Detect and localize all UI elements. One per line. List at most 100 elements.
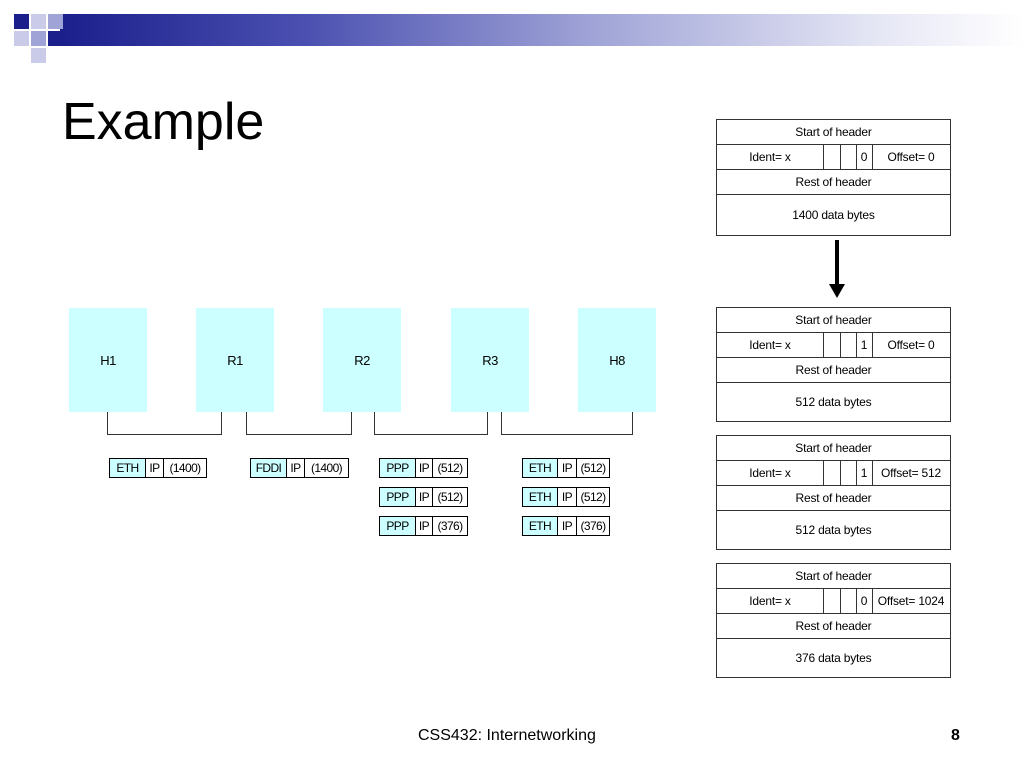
offset-field: Offset= 0 — [887, 150, 935, 164]
node-h8: H8 — [578, 308, 656, 412]
field-divider — [856, 145, 857, 169]
packet-size: (1400) — [169, 461, 201, 475]
packet: PPP IP (376) — [379, 516, 468, 536]
field-divider — [840, 461, 841, 485]
node-r2: R2 — [323, 308, 401, 412]
field-divider — [856, 333, 857, 357]
field-divider — [856, 461, 857, 485]
header-start-row: Start of header — [717, 564, 950, 589]
offset-field: Offset= 512 — [881, 466, 941, 480]
packet-l2: ETH — [110, 459, 146, 477]
node-r3: R3 — [451, 308, 529, 412]
packet: FDDI IP (1400) — [250, 458, 349, 478]
header-start-row: Start of header — [717, 436, 950, 461]
ident-field: Ident= x — [749, 338, 791, 352]
link-fddi — [246, 412, 352, 435]
arrow-head-icon — [829, 284, 845, 298]
field-divider — [823, 333, 824, 357]
banner-square — [14, 14, 29, 29]
field-divider — [872, 589, 873, 613]
header-ident-row: Ident= x 1 Offset= 0 — [717, 333, 950, 358]
packet-l2: PPP — [380, 517, 416, 535]
packet-l2: FDDI — [251, 459, 287, 477]
banner-square — [14, 31, 29, 46]
banner-square — [31, 31, 46, 46]
header-ident-row: Ident= x 0 Offset= 0 — [717, 145, 950, 170]
field-divider — [872, 461, 873, 485]
mf-flag: 0 — [860, 594, 868, 608]
ident-field: Ident= x — [749, 466, 791, 480]
ip-header-box: Start of header Ident= x 0 Offset= 0 Res… — [716, 119, 951, 236]
field-divider — [823, 145, 824, 169]
mf-flag: 0 — [860, 150, 868, 164]
packet-ip: IP — [558, 459, 577, 477]
header-ident-row: Ident= x 0 Offset= 1024 — [717, 589, 950, 614]
packet-size: (512) — [580, 490, 606, 504]
offset-field: Offset= 0 — [887, 338, 935, 352]
offset-field: Offset= 1024 — [877, 594, 945, 608]
header-rest-row: Rest of header — [717, 614, 950, 639]
packet-ip: IP — [416, 459, 433, 477]
header-rest-row: Rest of header — [717, 486, 950, 511]
packet-size: (376) — [437, 519, 463, 533]
node-r1: R1 — [196, 308, 274, 412]
mf-flag: 1 — [860, 338, 868, 352]
field-divider — [840, 333, 841, 357]
packet-l2: PPP — [380, 459, 416, 477]
field-divider — [872, 333, 873, 357]
banner-square — [31, 14, 46, 29]
slide-title: Example — [62, 93, 265, 151]
banner-square — [48, 31, 63, 46]
node-h1: H1 — [69, 308, 147, 412]
header-rest-row: Rest of header — [717, 358, 950, 383]
field-divider — [840, 145, 841, 169]
packet-size: (512) — [437, 461, 463, 475]
ip-header-box: Start of header Ident= x 1 Offset= 512 R… — [716, 435, 951, 550]
packet: ETH IP (512) — [522, 458, 610, 478]
packet-l2: ETH — [523, 488, 558, 506]
link-eth — [107, 412, 222, 435]
packet-size: (512) — [437, 490, 463, 504]
link-ppp — [374, 412, 488, 435]
field-divider — [856, 589, 857, 613]
banner-square — [48, 14, 63, 29]
header-ident-row: Ident= x 1 Offset= 512 — [717, 461, 950, 486]
title-banner — [60, 14, 1024, 46]
header-data-row: 512 data bytes — [795, 395, 872, 409]
packet-ip: IP — [558, 517, 577, 535]
ip-header-box: Start of header Ident= x 1 Offset= 0 Res… — [716, 307, 951, 422]
packet-ip: IP — [287, 459, 305, 477]
link-eth-2 — [501, 412, 633, 435]
packet-l2: ETH — [523, 459, 558, 477]
header-start-row: Start of header — [717, 120, 950, 145]
ident-field: Ident= x — [749, 594, 791, 608]
packet-size: (1400) — [310, 461, 343, 475]
header-start-row: Start of header — [717, 308, 950, 333]
banner-square — [31, 48, 46, 63]
field-divider — [872, 145, 873, 169]
header-data-row: 376 data bytes — [795, 651, 872, 665]
ident-field: Ident= x — [749, 150, 791, 164]
packet: ETH IP (1400) — [109, 458, 207, 478]
packet-ip: IP — [146, 459, 164, 477]
packet-l2: PPP — [380, 488, 416, 506]
packet-size: (512) — [580, 461, 606, 475]
packet-size: (376) — [580, 519, 606, 533]
packet: ETH IP (376) — [522, 516, 610, 536]
packet: PPP IP (512) — [379, 458, 468, 478]
page-number: 8 — [951, 727, 960, 744]
field-divider — [840, 589, 841, 613]
down-arrow-icon — [835, 240, 839, 286]
field-divider — [823, 589, 824, 613]
packet-ip: IP — [558, 488, 577, 506]
packet-ip: IP — [416, 488, 433, 506]
header-rest-row: Rest of header — [717, 170, 950, 195]
mf-flag: 1 — [860, 466, 868, 480]
field-divider — [823, 461, 824, 485]
packet: PPP IP (512) — [379, 487, 468, 507]
footer-course: CSS432: Internetworking — [418, 727, 596, 744]
header-data-row: 512 data bytes — [795, 523, 872, 537]
header-data-row: 1400 data bytes — [792, 208, 875, 222]
ip-header-box: Start of header Ident= x 0 Offset= 1024 … — [716, 563, 951, 678]
packet-l2: ETH — [523, 517, 558, 535]
